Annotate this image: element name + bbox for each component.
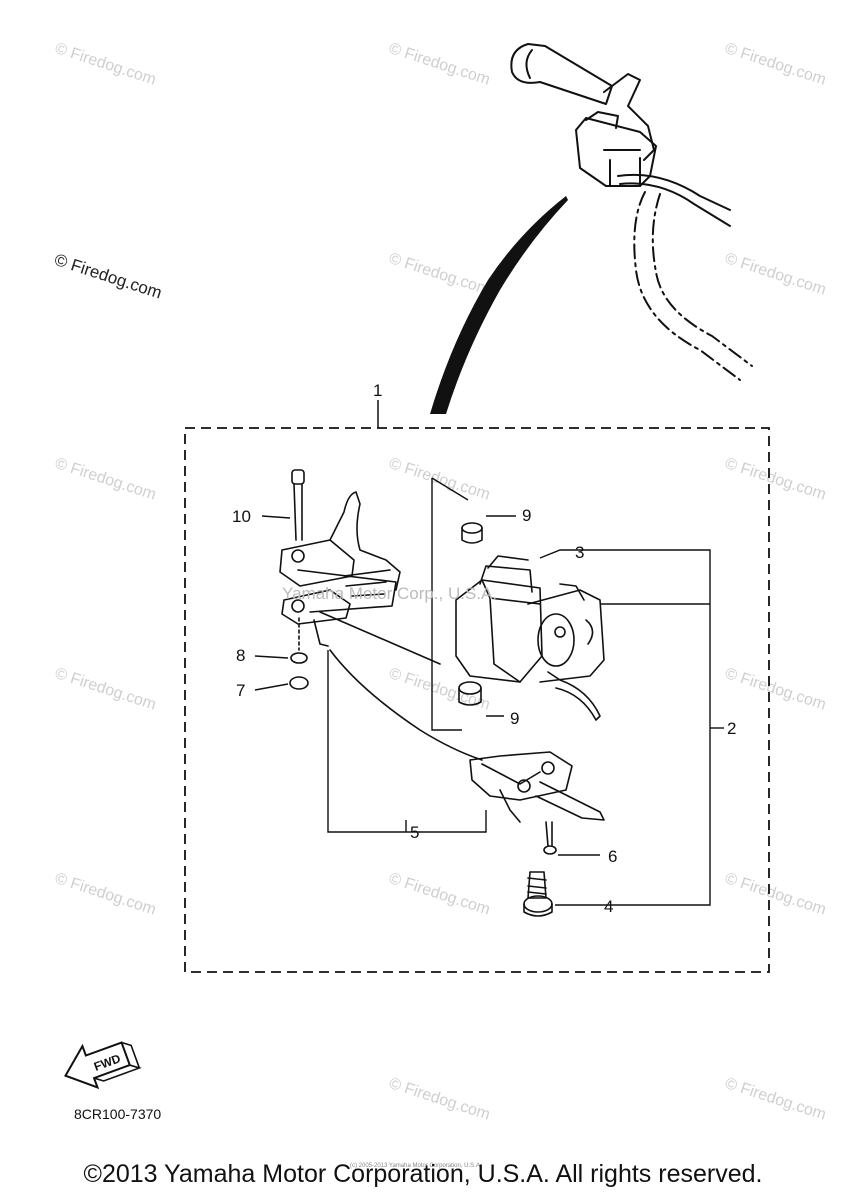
center-watermark: Yamaha Motor Corp., U.S.A. [282,584,498,603]
throttle-cable [319,611,441,665]
callout-1: 1 [373,381,382,400]
washer [290,652,308,664]
callout-6: 6 [608,847,617,866]
assembly-frame [184,427,770,973]
callout-4: 4 [604,897,613,916]
throttle-lever [279,491,401,647]
forward-arrow-icon: FWD [64,1041,142,1090]
callout-2: 2 [727,719,736,738]
callout-8: 8 [236,646,245,665]
callout-9-top: 9 [522,506,531,525]
copyright-notice: ©2013 Yamaha Motor Corporation, U.S.A. A… [83,1160,763,1188]
callout-5: 5 [410,823,419,842]
screw [543,821,557,855]
bolt [523,871,553,917]
callout-7: 7 [236,681,245,700]
callout-10: 10 [232,507,251,526]
bushing-bottom [458,681,482,706]
handlebar-tube-line [651,193,753,367]
part-code: 8CR100-7370 [74,1106,162,1122]
callout-3: 3 [575,543,584,562]
handlebar-tube-line [633,191,741,381]
throttle-cable [329,649,483,761]
throttle-sensor [469,751,605,823]
pin-part [291,469,305,541]
handlebar-grip [510,43,731,227]
location-pointer [430,196,568,414]
switch-housing [455,555,605,721]
lock-washer [289,676,309,690]
callout-9-bottom: 9 [510,709,519,728]
small-notice: (c) 2005-2013 Yamaha Motor Corporation, … [350,1163,482,1169]
bushing-top [461,522,483,544]
